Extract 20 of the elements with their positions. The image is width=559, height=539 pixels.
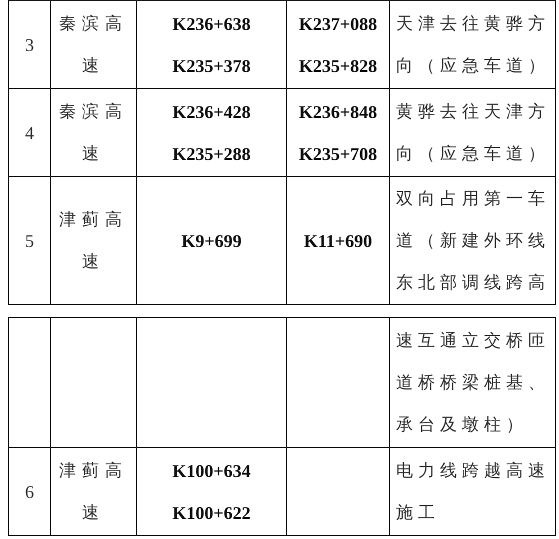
table-cell: K100+634 K100+622	[172, 460, 251, 522]
table-cell: K236+638 K235+378	[172, 14, 251, 76]
table-cell: K237+088 K235+828	[298, 14, 378, 76]
table-cell: 3	[25, 34, 34, 54]
table-cell: 天津去往黄骅方向（应急车道）	[396, 14, 550, 74]
table-cell: 双向占用第一车道（新建外环线东北部调线跨高	[396, 188, 550, 292]
table-cell: 速互通立交桥匝道桥桥梁桩基、承台及墩柱）	[396, 330, 550, 434]
table-cell: 津蓟高速	[59, 210, 128, 270]
table-cell: K9+699	[181, 230, 242, 250]
table-cell: 4	[25, 122, 34, 142]
table-cell: 秦滨高速	[59, 102, 128, 162]
table-cell: 秦滨高速	[59, 14, 128, 74]
table-cell: K11+690	[304, 230, 372, 250]
table-cell: K236+428 K235+288	[172, 102, 251, 164]
table-cell: 电力线跨越高速施工	[396, 460, 550, 522]
table-cell: K236+848 K235+708	[298, 102, 378, 164]
table-cell: 5	[25, 230, 34, 250]
table-cell: 津蓟高速	[59, 460, 128, 522]
table-cell: 黄骅去往天津方向（应急车道）	[396, 102, 550, 162]
table-cell: 6	[25, 482, 34, 502]
